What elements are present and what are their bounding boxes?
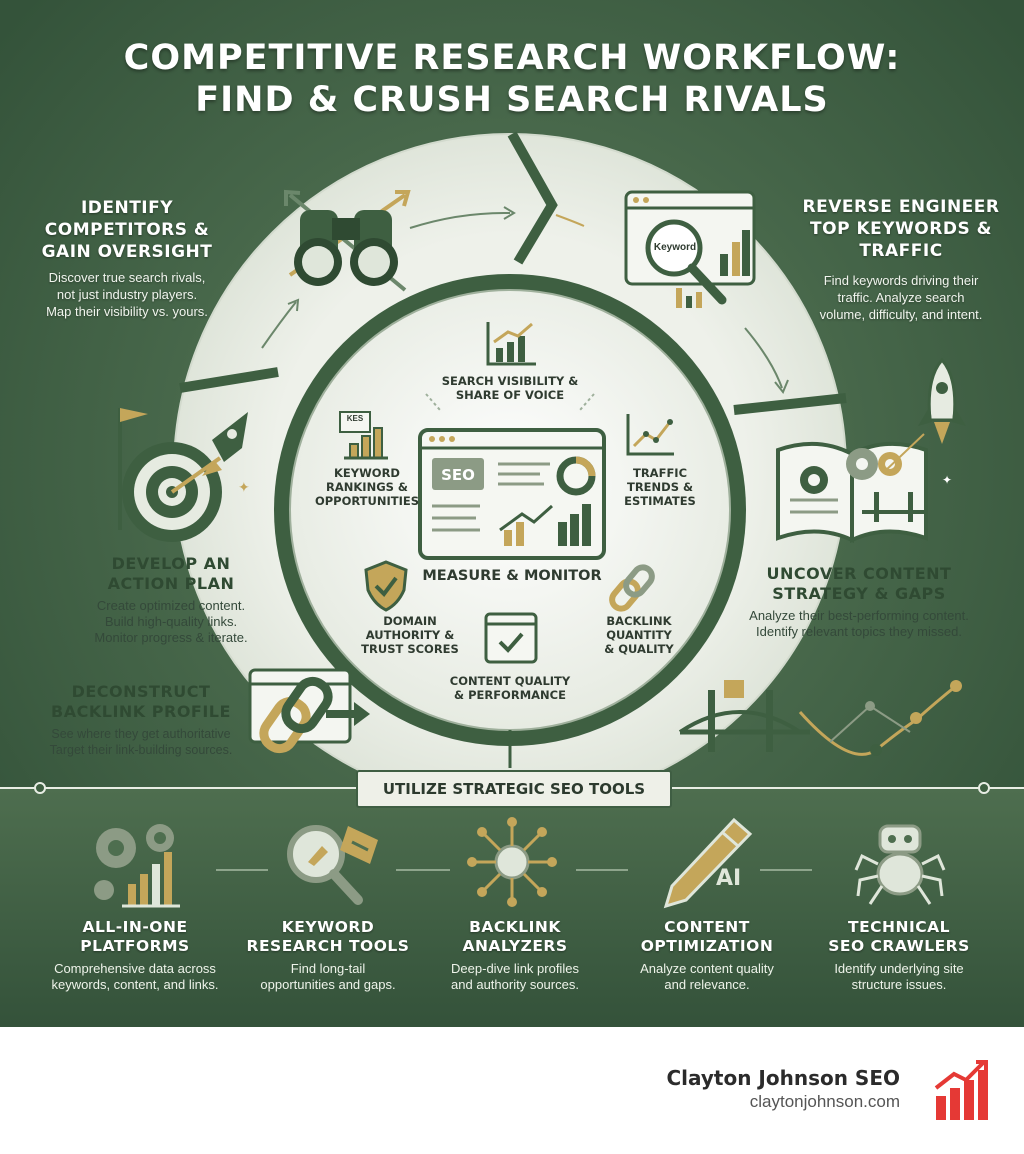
metric-traffic: TRAFFIC TRENDS & ESTIMATES: [624, 466, 696, 508]
kes-label: KES: [346, 414, 364, 423]
step-develop-title: DEVELOP AN ACTION PLAN: [107, 554, 235, 593]
tool-technical-crawlers: TECHNICAL SEO CRAWLERS Identify underlyi…: [828, 918, 970, 992]
spider-robot-icon: [854, 824, 946, 905]
metric-quality: CONTENT QUALITY & PERFORMANCE: [449, 674, 571, 702]
step-identify: IDENTIFY COMPETITORS & GAIN OVERSIGHT Di…: [20, 197, 234, 320]
svg-text:✦: ✦: [222, 515, 232, 529]
footer-url[interactable]: claytonjohnson.com: [749, 1092, 900, 1111]
bridge-trend-icon: [678, 680, 962, 756]
tool-all-in-one: ALL-IN-ONE PLATFORMS Comprehensive data …: [51, 918, 219, 992]
shield-check-icon: [364, 560, 408, 612]
link-icon: [609, 564, 655, 612]
title-line-1: COMPETITIVE RESEARCH WORKFLOW:: [123, 38, 901, 78]
step-identify-body: Discover true search rivals, not just in…: [46, 270, 208, 319]
step-reverse-title: REVERSE ENGINEER TOP KEYWORDS & TRAFFIC: [802, 197, 1000, 261]
metric-authority: DOMAIN AUTHORITY & TRUST SCORES: [361, 614, 459, 656]
network-icon: [467, 817, 557, 907]
footer-brand: Clayton Johnson SEO: [666, 1066, 900, 1090]
step-content-body: Analyze their best-performing content. I…: [749, 608, 969, 639]
chain-link-icon: [248, 668, 370, 754]
rocket-icon: ✦: [883, 357, 966, 487]
metric-rankings: KEYWORD RANKINGS & OPPORTUNITIES: [314, 466, 420, 508]
brand-logo-icon: [934, 1060, 988, 1120]
keyword-label: Keyword: [653, 242, 697, 253]
checkbox-icon: [484, 612, 538, 664]
keyword-magnifier-icon: [624, 190, 756, 308]
binoculars-icon: [284, 189, 411, 292]
pencil-ai-icon: [663, 817, 753, 909]
visibility-chart-icon: [486, 322, 536, 366]
metric-visibility: SEARCH VISIBILITY & SHARE OF VOICE: [441, 374, 579, 402]
svg-text:✦: ✦: [942, 473, 952, 487]
center-label: MEASURE & MONITOR: [422, 568, 602, 584]
book-gears-icon: [776, 441, 928, 544]
svg-text:✦: ✦: [238, 480, 250, 496]
rankings-icon: [339, 411, 388, 460]
step-develop: DEVELOP AN ACTION PLAN Create optimized …: [66, 554, 276, 646]
gears-chart-icon: [94, 824, 180, 908]
seo-screen-label: SEO: [441, 466, 475, 484]
target-rocket-icon: ✦ ✦: [118, 408, 250, 542]
metric-backlinks: BACKLINK QUANTITY & QUALITY: [604, 614, 674, 656]
step-backlink-title: DECONSTRUCT BACKLINK PROFILE: [51, 682, 231, 721]
seo-dashboard-icon: [418, 428, 606, 560]
step-reverse: REVERSE ENGINEER TOP KEYWORDS & TRAFFIC …: [790, 196, 1012, 323]
tool-content-optimization: CONTENT OPTIMIZATION Analyze content qua…: [640, 918, 774, 992]
step-content-title: UNCOVER CONTENT STRATEGY & GAPS: [766, 564, 952, 603]
step-content: UNCOVER CONTENT STRATEGY & GAPS Analyze …: [728, 564, 990, 640]
magnifier-tag-icon: [287, 825, 378, 905]
tools-banner: UTILIZE STRATEGIC SEO TOOLS: [356, 770, 672, 808]
traffic-trend-icon: [626, 414, 674, 456]
step-backlink-body: See where they get authoritative Target …: [49, 727, 233, 757]
step-backlink: DECONSTRUCT BACKLINK PROFILE See where t…: [34, 682, 248, 758]
ai-badge: AI: [716, 866, 742, 891]
title-line-2: FIND & CRUSH SEARCH RIVALS: [195, 80, 829, 120]
step-identify-title: IDENTIFY COMPETITORS & GAIN OVERSIGHT: [41, 198, 213, 262]
step-reverse-body: Find keywords driving their traffic. Ana…: [819, 273, 983, 322]
tool-keyword-research: KEYWORD RESEARCH TOOLS Find long-tail op…: [246, 918, 410, 992]
step-develop-body: Create optimized content. Build high-qua…: [94, 598, 248, 645]
tool-backlink-analyzers: BACKLINK ANALYZERS Deep-dive link profil…: [451, 918, 579, 992]
